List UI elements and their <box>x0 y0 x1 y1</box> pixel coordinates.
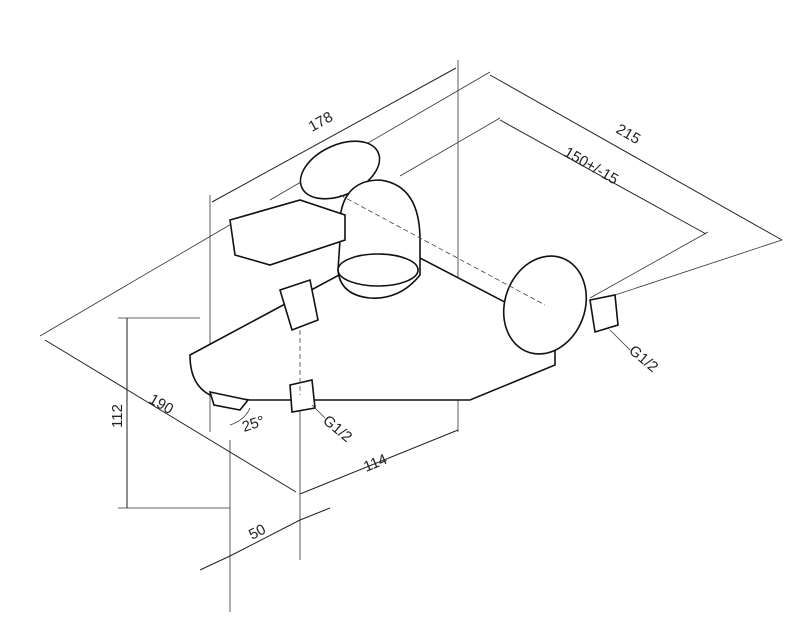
dimension-lines <box>44 67 783 571</box>
dim-label-112: 112 <box>109 404 126 428</box>
dim-line-190 <box>44 339 297 493</box>
dim-label-25deg: 25° <box>240 413 267 436</box>
dim-label-215: 215 <box>613 121 643 148</box>
inlet-thread <box>589 294 619 334</box>
extension-lines <box>39 60 783 612</box>
lever-handle <box>229 199 346 266</box>
dim-label-178: 178 <box>306 108 336 135</box>
outlet-thread <box>289 379 316 413</box>
dim-line-215 <box>489 74 783 241</box>
thread-label-outlet: G1/2 <box>319 412 355 446</box>
dim-line-178 <box>211 67 457 203</box>
dim-label-114: 114 <box>361 451 390 476</box>
thread-label-inlet: G1/2 <box>625 342 661 376</box>
dim-label-150: 150+/-15 <box>561 144 621 189</box>
spout-outlet <box>208 390 250 411</box>
dim-label-50: 50 <box>246 521 269 544</box>
dim-line-114 <box>299 429 459 495</box>
dim-line-150 <box>499 119 707 235</box>
faucet-body <box>189 140 619 413</box>
dim-label-190: 190 <box>146 391 176 418</box>
cartridge-ring <box>337 253 419 287</box>
dim-line-50 <box>229 519 301 557</box>
diverter-knob <box>279 278 319 332</box>
